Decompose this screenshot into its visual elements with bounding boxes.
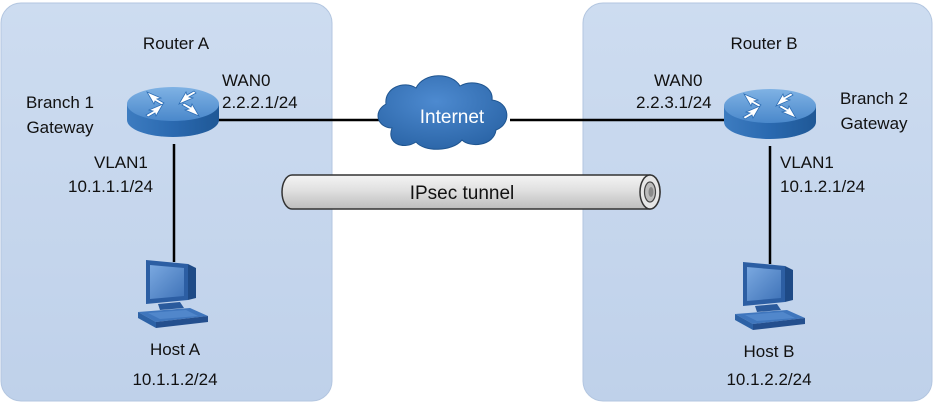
host-a-name: Host A: [150, 340, 201, 359]
cloud-icon: [377, 75, 508, 150]
router-icon: [723, 88, 817, 140]
router-a-title: Router A: [143, 34, 210, 53]
branch-2-gateway-line2: Gateway: [840, 114, 908, 133]
router-a-wan-ip: 2.2.2.1/24: [222, 93, 298, 112]
branch-2-gateway-line1: Branch 2: [840, 89, 908, 108]
host-a-ip: 10.1.1.2/24: [132, 370, 217, 389]
host-b-ip: 10.1.2.2/24: [726, 370, 811, 389]
internet-label: Internet: [420, 107, 485, 128]
branch-1-gateway-line1: Branch 1: [26, 93, 94, 112]
router-b-lan-interface: VLAN1: [780, 153, 834, 172]
router-a-lan-interface: VLAN1: [94, 153, 148, 172]
tunnel-label: IPsec tunnel: [410, 183, 515, 204]
router-icon: [126, 86, 220, 138]
router-a-lan-ip: 10.1.1.1/24: [68, 177, 153, 196]
router-a-wan-interface: WAN0: [222, 71, 271, 90]
host-b-name: Host B: [743, 342, 794, 361]
router-b-wan-interface: WAN0: [654, 71, 703, 90]
router-b-title: Router B: [730, 34, 797, 53]
pipe-tunnel-icon: [281, 174, 661, 210]
branch-1-gateway-line2: Gateway: [26, 118, 94, 137]
router-b-wan-ip: 2.2.3.1/24: [636, 93, 712, 112]
router-b-lan-ip: 10.1.2.1/24: [780, 177, 865, 196]
